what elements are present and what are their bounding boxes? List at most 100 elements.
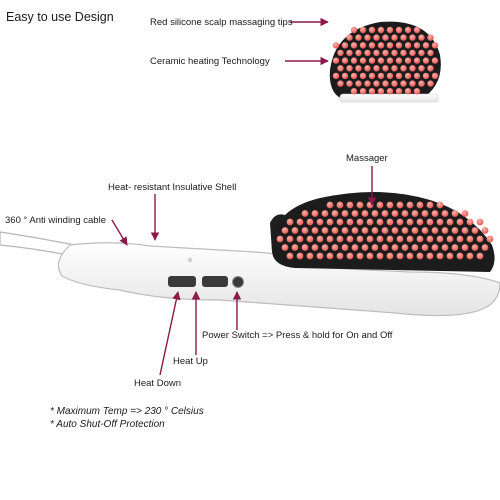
bristle-tip: [346, 218, 354, 226]
callout-heat-down: Heat Down: [134, 378, 181, 389]
bristle-tip: [466, 218, 474, 226]
bristle-tip: [396, 252, 404, 260]
bristle-tip: [364, 65, 371, 72]
bristle-tip: [301, 227, 309, 234]
bristle-tip: [351, 210, 359, 217]
bristle-tip: [331, 227, 339, 234]
bristle-tip: [431, 72, 439, 80]
bristle-tip: [395, 72, 403, 80]
bristle-tip: [426, 252, 434, 260]
bristle-tip: [381, 227, 389, 234]
bristle-tip: [422, 72, 430, 80]
bristle-tip: [421, 210, 429, 217]
bristle-tip: [341, 57, 349, 64]
bristle-tip: [422, 57, 430, 64]
bristle-tip: [355, 65, 362, 72]
bristle-tip: [426, 218, 434, 226]
bristle-tip: [413, 88, 421, 95]
bristle-tip: [404, 72, 412, 80]
bristle-tip: [341, 72, 349, 80]
bristle-tip: [451, 244, 459, 251]
bristle-tip: [373, 80, 380, 87]
bristle-tip: [382, 34, 389, 41]
bristle-tip: [386, 42, 394, 49]
bristle-tip: [471, 227, 479, 234]
bristle-tip: [409, 65, 416, 72]
bristle-tip: [311, 244, 319, 251]
bristle-tip: [377, 57, 385, 64]
bristle-tip: [341, 210, 349, 217]
callout-shell: Heat- resistant Insulative Shell: [108, 182, 237, 193]
bristle-tip: [391, 49, 398, 57]
bristle-tip: [376, 218, 384, 226]
page-title: Easy to use Design: [6, 10, 114, 24]
bristle-tip: [350, 26, 358, 34]
bristle-tip: [377, 42, 385, 49]
bristle-tip: [326, 235, 334, 243]
bristle-tip: [377, 26, 385, 34]
callout-massager: Massager: [346, 153, 388, 164]
bristle-tip: [337, 80, 344, 87]
bristle-tip: [321, 227, 329, 234]
bristle-tip: [364, 80, 371, 87]
bristle-tip: [461, 210, 469, 217]
bristle-tip: [381, 244, 389, 251]
bristle-tip: [456, 252, 464, 260]
bristle-tip: [377, 88, 385, 95]
bristle-tip: [291, 244, 299, 251]
bristle-tip: [451, 227, 459, 234]
bristle-tip: [321, 210, 329, 217]
bristle-tip: [391, 244, 399, 251]
bristle-tip: [391, 65, 398, 72]
bristle-tip: [341, 42, 349, 49]
bristle-tip: [406, 235, 414, 243]
bristle-tip: [427, 80, 434, 87]
bristle-tip: [355, 80, 362, 87]
bristle-tip: [368, 88, 376, 95]
bristle-tip: [316, 235, 324, 243]
bristle-tip: [461, 227, 469, 234]
bristle-tip: [361, 210, 369, 217]
bristle-tip: [331, 210, 339, 217]
bristle-tip: [409, 49, 416, 57]
bristle-tip: [359, 42, 367, 49]
bristle-tip: [331, 244, 339, 251]
bristle-tip: [421, 244, 429, 251]
bristle-tip: [400, 49, 407, 57]
bristle-tip: [341, 244, 349, 251]
bristle-tip: [422, 42, 430, 49]
bristle-tip: [386, 235, 394, 243]
bristle-tip: [404, 88, 412, 95]
bristle-tip: [337, 65, 344, 72]
bristle-tip: [296, 218, 304, 226]
bristle-tip: [436, 201, 444, 209]
bristle-tip: [350, 88, 358, 95]
bristle-tip: [355, 49, 362, 57]
bristle-tips: [276, 201, 494, 260]
bristle-tip: [416, 201, 424, 209]
bristle-tip: [296, 252, 304, 260]
bristle-tip: [350, 42, 358, 49]
bristle-tip: [391, 210, 399, 217]
bristle-tip: [366, 218, 374, 226]
bristle-tip: [336, 218, 344, 226]
bristle-tip: [346, 80, 353, 87]
bristle-tip: [451, 210, 459, 217]
bristle-tip: [400, 80, 407, 87]
bristle-tip: [431, 210, 439, 217]
bristle-tip: [406, 218, 414, 226]
bristle-tip: [413, 42, 421, 49]
bristle-tip: [386, 218, 394, 226]
bristle-tip: [409, 80, 416, 87]
bristle-tip: [306, 218, 314, 226]
bristle-tip: [361, 244, 369, 251]
bristle-tip: [351, 244, 359, 251]
bristle-tip: [411, 244, 419, 251]
bristle-tip: [441, 210, 449, 217]
bristle-tip: [286, 235, 294, 243]
bristle-tip: [368, 26, 376, 34]
bristle-tip: [332, 57, 340, 64]
bristle-tip: [427, 49, 434, 57]
bristle-tip: [356, 201, 364, 209]
bristle-tip: [355, 34, 362, 41]
